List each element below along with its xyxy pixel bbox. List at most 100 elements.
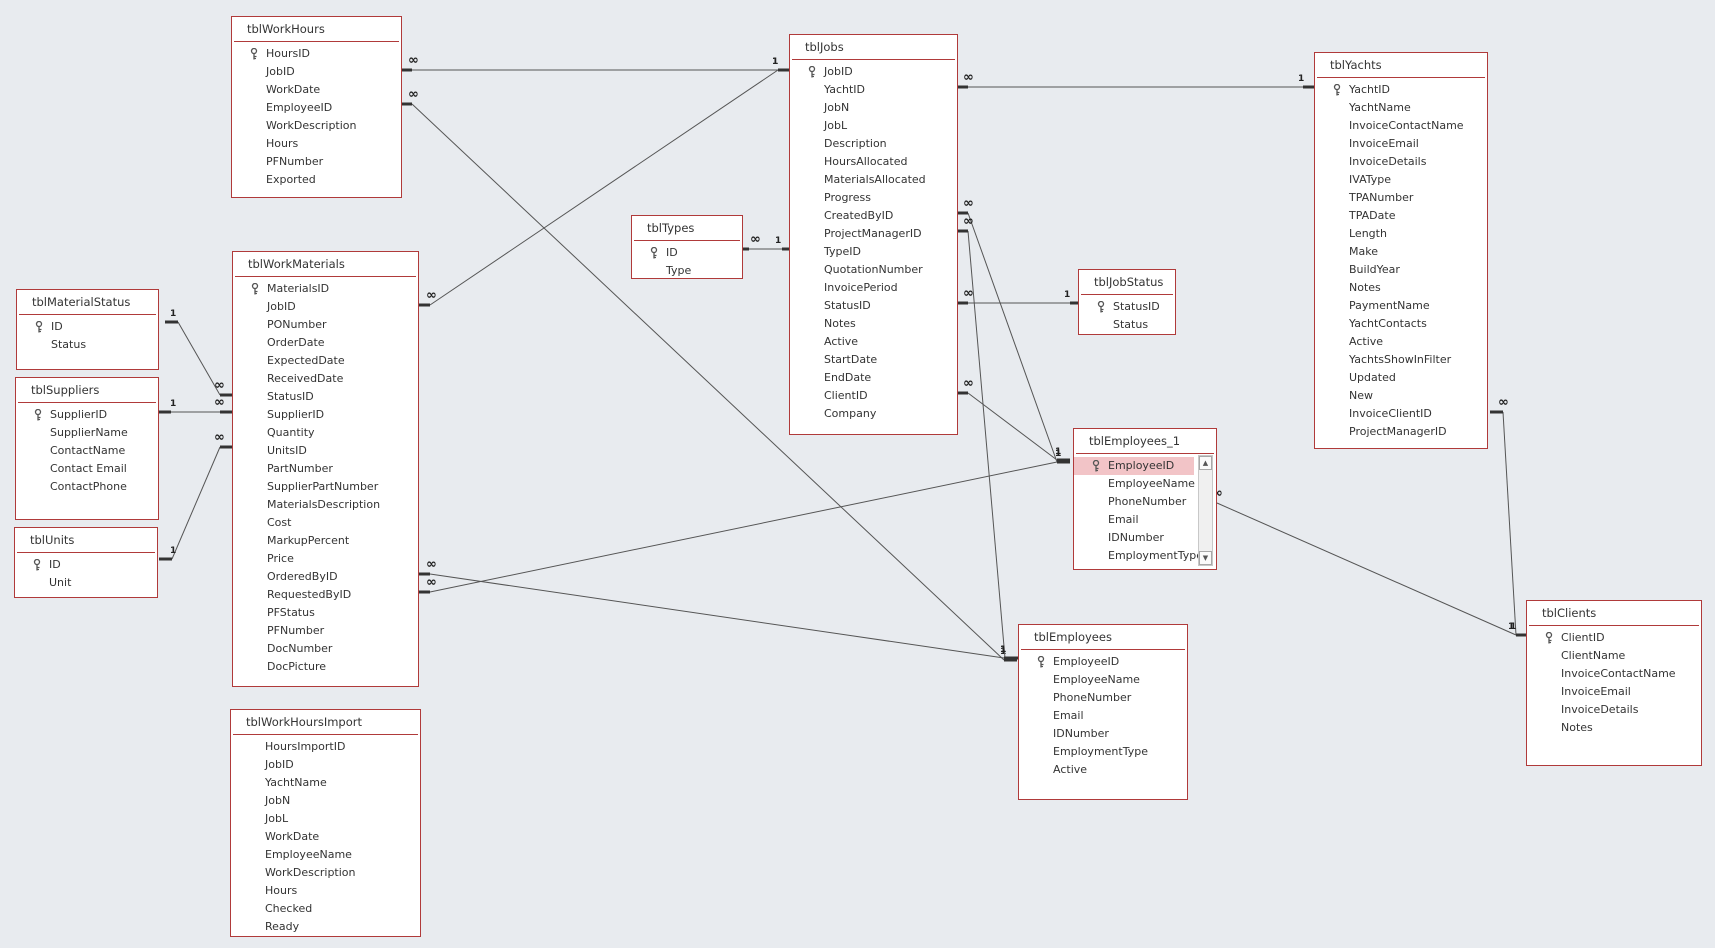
- field-typeid[interactable]: TypeID: [790, 243, 957, 261]
- field-email[interactable]: Email: [1019, 707, 1187, 725]
- field-clientid[interactable]: ClientID: [790, 387, 957, 405]
- field-progress[interactable]: Progress: [790, 189, 957, 207]
- field-workdescription[interactable]: WorkDescription: [231, 864, 420, 882]
- field-unitsid[interactable]: UnitsID: [233, 442, 418, 460]
- field-yachtcontacts[interactable]: YachtContacts: [1315, 315, 1487, 333]
- field-description[interactable]: Description: [790, 135, 957, 153]
- field-createdbyid[interactable]: CreatedByID: [790, 207, 957, 225]
- field-invoicecontactname[interactable]: InvoiceContactName: [1527, 665, 1701, 683]
- field-tpadate[interactable]: TPADate: [1315, 207, 1487, 225]
- field-invoicedetails[interactable]: InvoiceDetails: [1527, 701, 1701, 719]
- table-title[interactable]: tblSuppliers: [18, 378, 156, 403]
- field-pfnumber[interactable]: PFNumber: [233, 622, 418, 640]
- relationship-5[interactable]: ∞1: [955, 286, 1083, 305]
- table-title[interactable]: tblWorkHours: [234, 17, 399, 42]
- field-expecteddate[interactable]: ExpectedDate: [233, 352, 418, 370]
- field-materialsallocated[interactable]: MaterialsAllocated: [790, 171, 957, 189]
- field-jobn[interactable]: JobN: [790, 99, 957, 117]
- field-startdate[interactable]: StartDate: [790, 351, 957, 369]
- field-buildyear[interactable]: BuildYear: [1315, 261, 1487, 279]
- field-tpanumber[interactable]: TPANumber: [1315, 189, 1487, 207]
- field-statusid[interactable]: StatusID: [790, 297, 957, 315]
- field-yachtid[interactable]: YachtID: [790, 81, 957, 99]
- relationship-10[interactable]: ∞1: [165, 309, 233, 397]
- field-updated[interactable]: Updated: [1315, 369, 1487, 387]
- field-checked[interactable]: Checked: [231, 900, 420, 918]
- field-workdate[interactable]: WorkDate: [232, 81, 401, 99]
- field-status[interactable]: Status: [1079, 316, 1175, 334]
- field-hours[interactable]: Hours: [232, 135, 401, 153]
- field-price[interactable]: Price: [233, 550, 418, 568]
- field-notes[interactable]: Notes: [1527, 719, 1701, 737]
- field-statusid[interactable]: StatusID: [1079, 298, 1175, 316]
- relationship-4[interactable]: ∞1: [736, 232, 795, 251]
- field-active[interactable]: Active: [1315, 333, 1487, 351]
- field-clientname[interactable]: ClientName: [1527, 647, 1701, 665]
- field-enddate[interactable]: EndDate: [790, 369, 957, 387]
- field-employeeid[interactable]: EmployeeID: [1074, 457, 1194, 475]
- table-title[interactable]: tblWorkHoursImport: [233, 710, 418, 735]
- relationship-3[interactable]: ∞1: [955, 70, 1316, 89]
- table-title[interactable]: tblWorkMaterials: [235, 252, 416, 277]
- field-jobid[interactable]: JobID: [231, 756, 420, 774]
- field-id[interactable]: ID: [632, 244, 742, 262]
- field-docnumber[interactable]: DocNumber: [233, 640, 418, 658]
- field-supplierid[interactable]: SupplierID: [16, 406, 158, 424]
- field-yachtid[interactable]: YachtID: [1315, 81, 1487, 99]
- table-title[interactable]: tblUnits: [17, 528, 155, 553]
- field-jobl[interactable]: JobL: [231, 810, 420, 828]
- field-workdate[interactable]: WorkDate: [231, 828, 420, 846]
- field-new[interactable]: New: [1315, 387, 1487, 405]
- scroll-down-arrow-icon[interactable]: ▼: [1199, 551, 1212, 565]
- field-orderedbyid[interactable]: OrderedByID: [233, 568, 418, 586]
- field-ready[interactable]: Ready: [231, 918, 420, 936]
- field-type[interactable]: Type: [632, 262, 742, 280]
- field-materialsdescription[interactable]: MaterialsDescription: [233, 496, 418, 514]
- field-active[interactable]: Active: [790, 333, 957, 351]
- field-email[interactable]: Email: [1074, 511, 1216, 529]
- field-yachtsshowinfilter[interactable]: YachtsShowInFilter: [1315, 351, 1487, 369]
- field-hoursimportid[interactable]: HoursImportID: [231, 738, 420, 756]
- field-jobid[interactable]: JobID: [233, 298, 418, 316]
- field-yachtname[interactable]: YachtName: [1315, 99, 1487, 117]
- field-exported[interactable]: Exported: [232, 171, 401, 189]
- field-invoicedetails[interactable]: InvoiceDetails: [1315, 153, 1487, 171]
- relationship-13[interactable]: ∞1: [417, 557, 1017, 660]
- field-hoursid[interactable]: HoursID: [232, 45, 401, 63]
- field-hours[interactable]: Hours: [231, 882, 420, 900]
- table-title[interactable]: tblTypes: [634, 216, 740, 241]
- table-title[interactable]: tblClients: [1529, 601, 1699, 626]
- field-contactname[interactable]: ContactName: [16, 442, 158, 460]
- field-quotationnumber[interactable]: QuotationNumber: [790, 261, 957, 279]
- field-contactphone[interactable]: ContactPhone: [16, 478, 158, 496]
- field-requestedbyid[interactable]: RequestedByID: [233, 586, 418, 604]
- field-suppliername[interactable]: SupplierName: [16, 424, 158, 442]
- field-id[interactable]: ID: [17, 318, 158, 336]
- table-title[interactable]: tblJobStatus: [1081, 270, 1173, 295]
- field-invoicecontactname[interactable]: InvoiceContactName: [1315, 117, 1487, 135]
- relationship-11[interactable]: ∞1: [158, 395, 233, 414]
- field-jobn[interactable]: JobN: [231, 792, 420, 810]
- field-hoursallocated[interactable]: HoursAllocated: [790, 153, 957, 171]
- field-idnumber[interactable]: IDNumber: [1019, 725, 1187, 743]
- field-supplierpartnumber[interactable]: SupplierPartNumber: [233, 478, 418, 496]
- field-cost[interactable]: Cost: [233, 514, 418, 532]
- field-invoiceemail[interactable]: InvoiceEmail: [1315, 135, 1487, 153]
- relationship-9[interactable]: ∞1: [1204, 486, 1529, 637]
- field-status[interactable]: Status: [17, 336, 158, 354]
- field-employeename[interactable]: EmployeeName: [1019, 671, 1187, 689]
- field-notes[interactable]: Notes: [790, 315, 957, 333]
- field-employeename[interactable]: EmployeeName: [231, 846, 420, 864]
- field-jobid[interactable]: JobID: [232, 63, 401, 81]
- field-invoiceclientid[interactable]: InvoiceClientID: [1315, 405, 1487, 423]
- field-clientid[interactable]: ClientID: [1527, 629, 1701, 647]
- field-supplierid[interactable]: SupplierID: [233, 406, 418, 424]
- field-phonenumber[interactable]: PhoneNumber: [1074, 493, 1216, 511]
